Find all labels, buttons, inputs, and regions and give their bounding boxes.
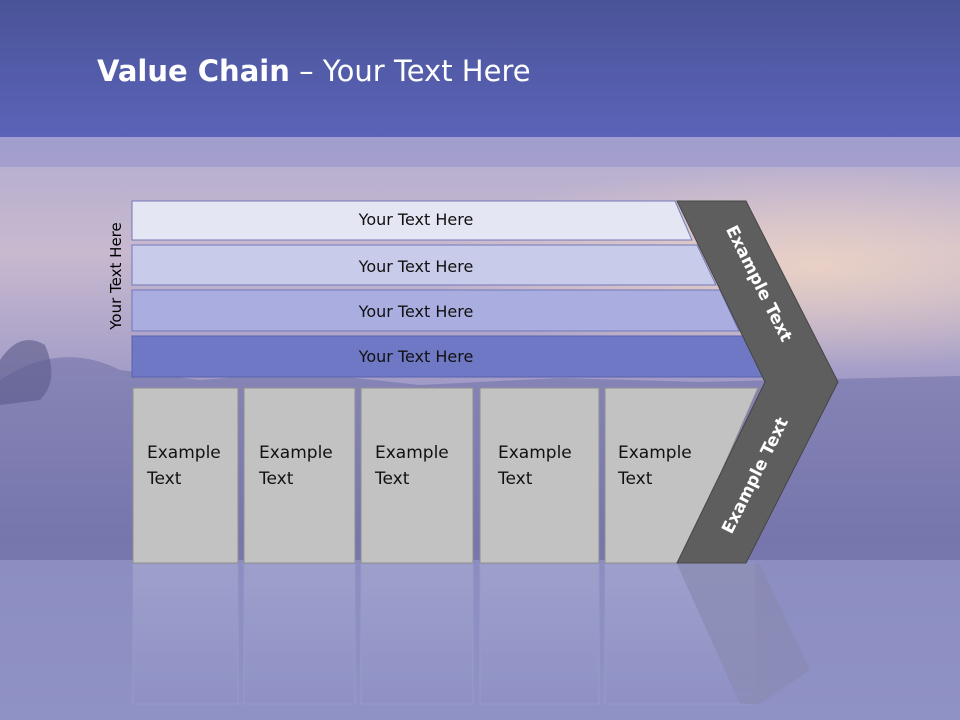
activity-box-3	[360, 387, 474, 564]
activity-box-2	[243, 387, 356, 564]
activity-1-line1: Example	[147, 443, 221, 463]
activity-box-4	[479, 387, 600, 564]
activity-2-line2: Text	[258, 469, 294, 489]
support-row-3-label: Your Text Here	[358, 302, 474, 321]
margin-chevron	[676, 200, 839, 564]
reflection	[132, 563, 810, 705]
activity-3-line2: Text	[374, 469, 410, 489]
activity-4-line2: Text	[497, 469, 533, 489]
activity-2-line1: Example	[259, 443, 333, 463]
activity-box-1	[132, 387, 239, 564]
header-band	[0, 137, 960, 167]
support-row-1	[131, 200, 693, 241]
slide-header	[0, 0, 960, 137]
slide-title: Value Chain – Your Text Here	[97, 54, 531, 88]
title-rest: – Your Text Here	[289, 54, 531, 88]
activity-5-line1: Example	[618, 443, 692, 463]
support-row-4-label: Your Text Here	[358, 347, 474, 366]
activity-5-line2: Text	[617, 469, 653, 489]
activity-3-line1: Example	[375, 443, 449, 463]
support-row-3	[131, 289, 740, 332]
support-row-2-label: Your Text Here	[358, 257, 474, 276]
support-row-1-label: Your Text Here	[358, 210, 474, 229]
activity-4-line1: Example	[498, 443, 572, 463]
activity-1-line2: Text	[146, 469, 182, 489]
support-row-2	[131, 244, 717, 286]
title-bold: Value Chain	[97, 54, 290, 88]
